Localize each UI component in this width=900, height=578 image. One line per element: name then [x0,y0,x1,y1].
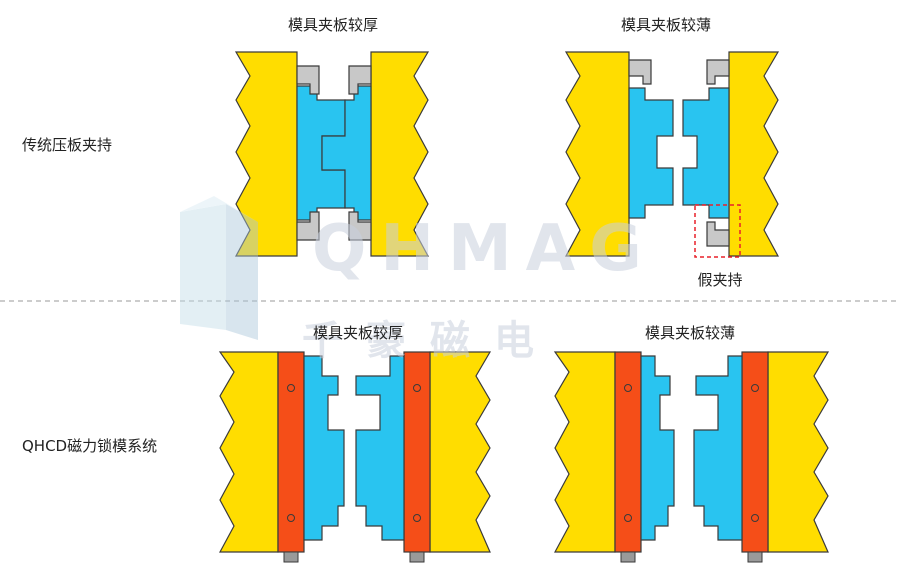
panel-qhcd-thin [553,351,830,563]
right-platen [429,351,492,553]
bottom-left-clamp [296,211,320,241]
magnet-connector [283,551,299,563]
right-platen [767,351,830,553]
bottom-right-clamp [706,221,730,247]
panel-title-top-right: 模具夹板较薄 [620,16,712,34]
top-right-clamp [348,65,372,95]
magnet-bolt [287,514,295,522]
right-magnetic-plate [403,351,431,553]
top-left-clamp [296,65,320,95]
right-platen [728,51,780,257]
watermark-logo-icon [180,196,258,340]
magnet-bolt [413,384,421,392]
magnet-connector [747,551,763,563]
right-mold-half [693,355,743,541]
left-mold-half [640,355,675,541]
right-platen [370,51,430,257]
left-mold-half [303,355,345,541]
magnet-connector [409,551,425,563]
top-left-clamp [628,59,652,85]
left-mold-half [628,87,674,219]
magnet-bolt [624,384,632,392]
row-label-qhcd: QHCD磁力锁模系统 [22,437,158,455]
left-platen [218,351,279,553]
top-right-clamp [706,59,730,85]
magnet-bolt [287,384,295,392]
magnet-bolt [751,514,759,522]
watermark-cn: 千豪磁电 [302,318,558,364]
magnet-bolt [413,514,421,522]
magnet-bolt [624,514,632,522]
panel-qhcd-thick [218,351,492,563]
watermark-brand: QHMAG [312,212,656,286]
right-mold-half [682,87,730,219]
left-magnetic-plate [277,351,305,553]
magnet-bolt [751,384,759,392]
panel-title-bottom-right: 模具夹板较薄 [644,324,736,342]
false-clamp-label: 假夹持 [697,271,743,289]
right-mold-half [355,355,405,541]
magnet-connector [620,551,636,563]
left-platen [564,51,630,257]
left-platen [553,351,616,553]
panel-title-bottom-left: 模具夹板较厚 [312,324,404,342]
false-clamp-highlight [694,204,741,258]
bottom-right-clamp [348,211,372,241]
panel-traditional-thin [564,51,780,258]
panel-traditional-thick [234,51,430,257]
row-label-traditional: 传统压板夹持 [22,136,113,154]
left-magnetic-plate [614,351,642,553]
panel-title-top-left: 模具夹板较厚 [287,16,379,34]
